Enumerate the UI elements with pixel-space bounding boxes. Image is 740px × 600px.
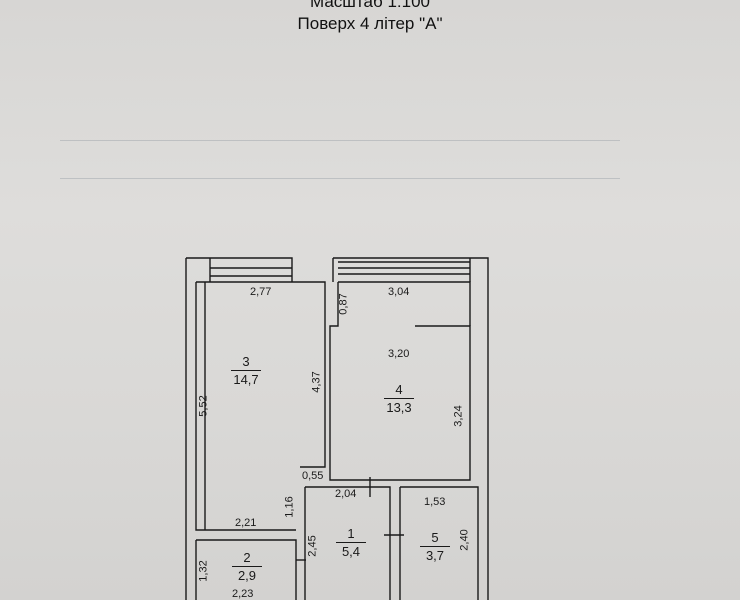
scale-label: Масштаб 1:100	[310, 0, 430, 11]
dim-label: 4,37	[310, 371, 323, 393]
room-5-label: 5 3,7	[420, 530, 450, 563]
room-number: 2	[232, 550, 262, 567]
dim-label: 0,87	[337, 293, 350, 315]
room-4-wall	[329, 282, 471, 481]
window	[338, 258, 471, 282]
dim-label: 2,77	[250, 286, 272, 298]
dim-label: 5,52	[197, 395, 210, 417]
dim-label: 2,23	[232, 588, 254, 600]
room-2-wall	[196, 539, 297, 600]
room-area: 13,3	[386, 400, 412, 415]
outer-wall	[333, 257, 489, 600]
dim-label: 2,21	[235, 517, 257, 529]
dim-label: 3,24	[452, 405, 465, 427]
bleed-through-rule	[60, 140, 620, 141]
dim-label: 2,45	[306, 535, 319, 557]
dim-label: 2,04	[335, 488, 357, 500]
room-4-inner	[338, 281, 471, 326]
room-number: 1	[336, 526, 366, 543]
window	[209, 258, 292, 282]
room-area: 3,7	[425, 548, 445, 563]
floor-title: Поверх 4 літер "А"	[297, 14, 443, 33]
dim-label: 3,04	[388, 286, 410, 298]
bleed-through-rule-2	[60, 178, 620, 179]
room-number: 3	[231, 354, 261, 371]
dim-label: 0,55	[302, 470, 324, 482]
room-3-wall	[195, 282, 296, 531]
room-4-label: 4 13,3	[384, 382, 414, 415]
room-area: 5,4	[341, 544, 361, 559]
room-number: 5	[420, 530, 450, 547]
room-number: 4	[384, 382, 414, 399]
room-3-label: 3 14,7	[231, 354, 261, 387]
room-3-wall	[196, 281, 326, 468]
dim-label: 1,16	[283, 496, 296, 518]
outer-wall	[186, 257, 293, 282]
dim-label: 3,20	[388, 348, 410, 360]
room-area: 2,9	[237, 568, 257, 583]
room-1-wall	[305, 486, 391, 600]
dim-label: 2,40	[458, 529, 471, 551]
room-5-wall	[400, 486, 479, 600]
room-area: 14,7	[233, 372, 259, 387]
room-1-label: 1 5,4	[336, 526, 366, 559]
room-1-door	[369, 477, 404, 536]
room-2-label: 2 2,9	[232, 550, 262, 583]
dim-label: 1,53	[424, 496, 446, 508]
dim-label: 1,32	[197, 560, 210, 582]
